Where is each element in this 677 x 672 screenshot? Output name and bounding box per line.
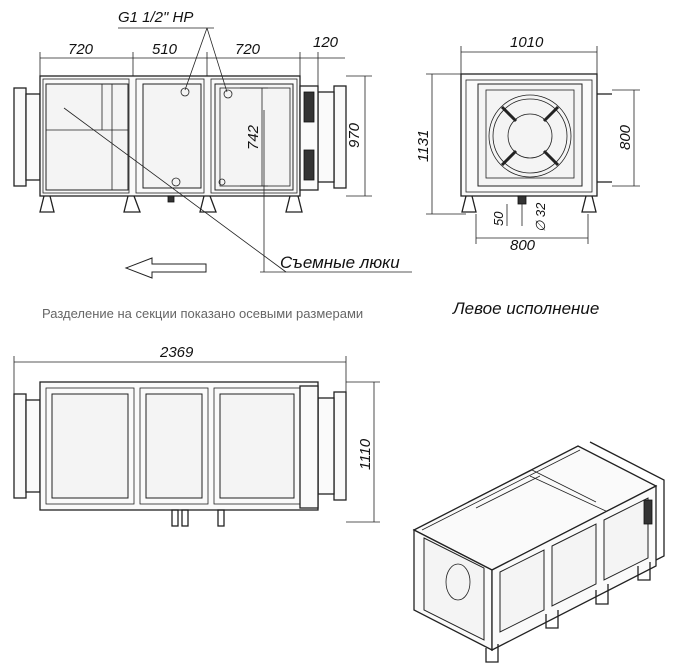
dim-drain-diameter: ∅ 32 (533, 202, 548, 232)
dim-section-2: 510 (152, 41, 178, 58)
dim-depth: 1110 (357, 438, 374, 470)
pipe-label: G1 1/2" НР (118, 9, 193, 26)
hatch-label: Съемные люки (280, 253, 400, 272)
dim-width: 1010 (510, 34, 544, 51)
airflow-arrow-icon (124, 257, 207, 279)
section-note: Разделение на секции показано осевыми ра… (42, 306, 363, 321)
dim-connector: 120 (313, 34, 339, 51)
view-label: Левое исполнение (452, 299, 599, 318)
dim-section-1: 720 (68, 41, 94, 58)
dim-drain-offset: 50 (491, 211, 506, 226)
front-view: 1010 1131 800 800 50 ∅ 32 (415, 34, 640, 254)
isometric-view (412, 441, 665, 663)
dim-height: 970 (346, 122, 363, 148)
dim-length: 2369 (159, 344, 194, 361)
top-view: 2369 1110 (13, 344, 380, 527)
dim-overall-height: 1131 (415, 130, 432, 162)
dim-fan-width: 800 (510, 237, 536, 254)
dim-section-3: 720 (235, 41, 261, 58)
dim-hatch-height: 742 (245, 124, 262, 150)
side-view: 720 510 720 120 G1 1/2" НР 742 970 Съемн… (13, 9, 412, 279)
dim-fan-height: 800 (617, 124, 634, 150)
